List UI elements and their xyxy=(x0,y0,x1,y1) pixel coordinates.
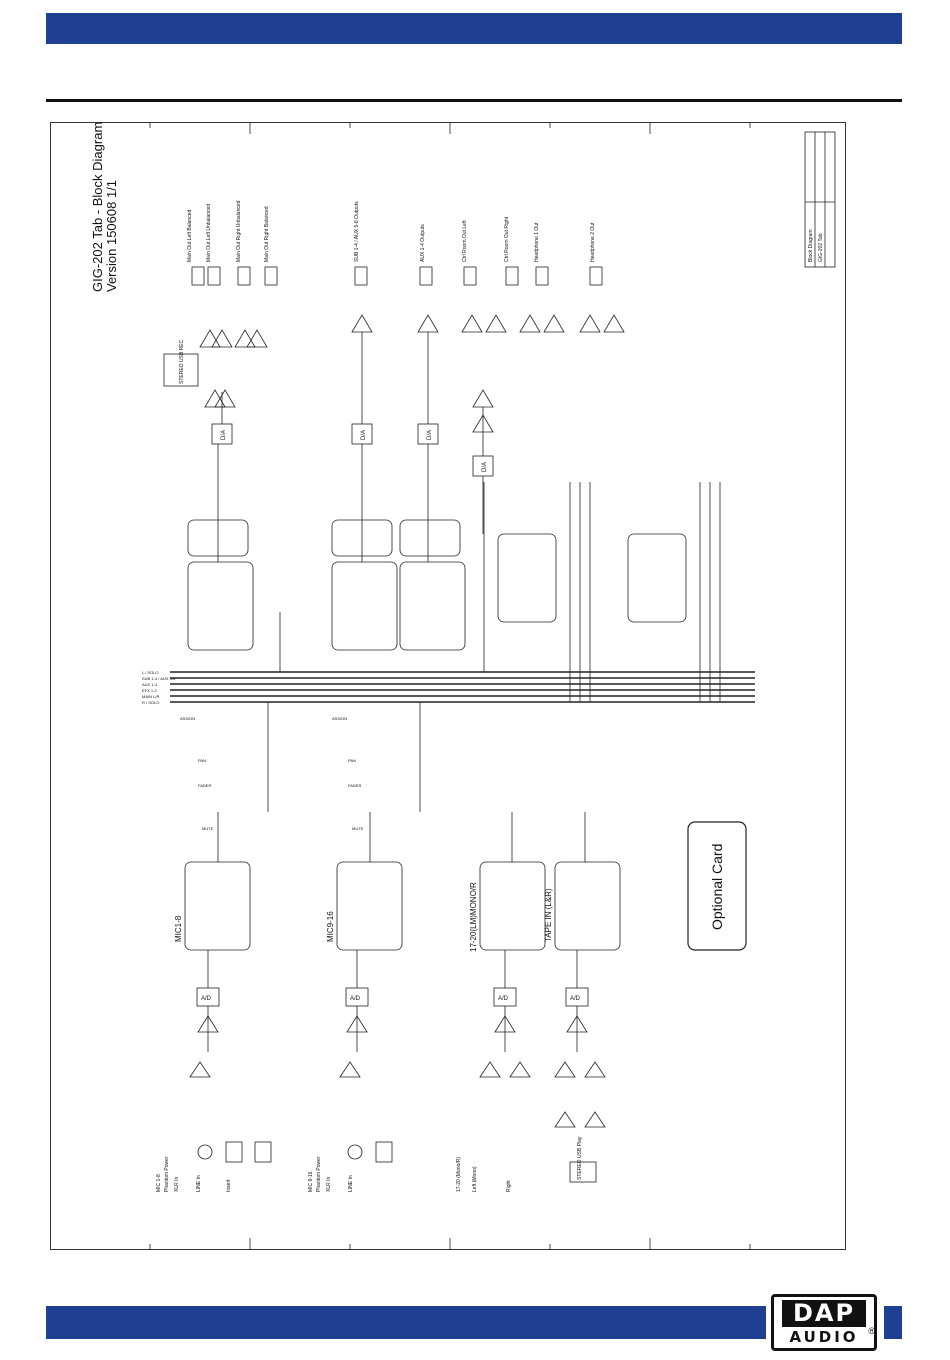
title-block-title: Block Diagram xyxy=(808,229,814,262)
bus-label: AUX 1-4 xyxy=(142,682,158,687)
ad-label: A/D xyxy=(570,996,581,1002)
registered-mark: ® xyxy=(868,1326,875,1336)
input-sub-label: Insert xyxy=(226,1179,232,1192)
input-sub-label: Left (Mono) xyxy=(472,1166,478,1192)
stereo-rec-label: STEREO USB REC xyxy=(179,339,185,384)
fader-label: FADER xyxy=(198,783,211,788)
output-label: Main Out Left Unbalanced xyxy=(206,204,212,262)
assign-label: ASSIGN xyxy=(332,716,347,721)
output-label: AUX 1-4 Outputs xyxy=(420,224,426,262)
input-sub-label: Right xyxy=(506,1180,512,1192)
diagram-title: GIG-202 Tab - Block Diagram xyxy=(90,122,105,292)
ad-label: A/D xyxy=(350,996,361,1002)
footer-band-right xyxy=(884,1306,902,1339)
pan-label: PAN xyxy=(348,758,356,763)
input-sub-label: LINE In xyxy=(348,1175,354,1192)
input-sub-label: XLR In xyxy=(326,1176,332,1192)
input-sub-label: MIC 1-8 xyxy=(156,1174,162,1192)
output-label: Ctrl Room Out Left xyxy=(462,220,468,262)
header-rule xyxy=(46,99,902,102)
da-label: D/A xyxy=(427,430,433,440)
ad-label: A/D xyxy=(498,996,509,1002)
bus-label: L / SOLO xyxy=(142,670,159,675)
output-label: Ctrl Room Out Right xyxy=(504,216,510,262)
da-label: D/A xyxy=(221,430,227,440)
output-label: SUB 1-4 / AUX 5-8 Outputs xyxy=(354,201,360,262)
logo-bottom-text: AUDIO xyxy=(789,1328,859,1346)
mute-label: MUTE xyxy=(202,826,214,831)
block-diagram: GIG-202 Tab - Block Diagram Version 1506… xyxy=(90,122,836,1250)
da-label: D/A xyxy=(361,430,367,440)
input-sub-label: Phantom Power xyxy=(164,1156,170,1192)
pan-label: PAN xyxy=(198,758,206,763)
input-sub-label: LINE In xyxy=(196,1175,202,1192)
header-band xyxy=(46,13,902,44)
ad-label: A/D xyxy=(201,996,212,1002)
input-sub-label: STEREO USB Play xyxy=(577,1136,583,1180)
input-sub-label: XLR In xyxy=(174,1176,180,1192)
logo-top-text: DAP xyxy=(782,1300,866,1327)
title-block-model: GIG-202 Tab xyxy=(818,233,824,262)
input-sub-label: MIC 9-16 xyxy=(308,1171,314,1192)
bus-label: EFX 1-2 xyxy=(142,688,157,693)
fader-label: FADER xyxy=(348,783,361,788)
input-block-label: 17-20(LM)MONO/R xyxy=(469,882,478,952)
output-label: Main Out Right Unbalanced xyxy=(236,200,242,262)
output-label: Main Out Left Balanced xyxy=(187,210,193,262)
input-block-label: MIC1-8 xyxy=(174,915,183,942)
footer-band xyxy=(46,1306,766,1339)
input-block-label: TAPE IN (L&R) xyxy=(544,888,553,942)
bus-label: SUB 1-4 / AUX 5-8 xyxy=(142,676,176,681)
bus-label: MAIN L/R xyxy=(142,694,159,699)
assign-label: ASSIGN xyxy=(180,716,195,721)
bus-label: R / SOLO xyxy=(142,700,159,705)
input-block-label: MIC9-16 xyxy=(326,911,335,942)
drawing-frame xyxy=(50,122,846,1250)
diagram-version: Version 150608 1/1 xyxy=(104,180,119,292)
mute-label: MUTE xyxy=(352,826,364,831)
optional-card-label: Optional Card xyxy=(709,844,725,930)
input-sub-label: 17-20 (Mono/R) xyxy=(456,1157,462,1192)
input-sub-label: Phantom Power xyxy=(316,1156,322,1192)
da-label: D/A xyxy=(482,462,488,472)
output-label: Main Out Right Balanced xyxy=(264,206,270,262)
output-label: Headphone 2 Out xyxy=(590,222,596,262)
dap-audio-logo: DAP AUDIO ® xyxy=(771,1294,877,1351)
output-label: Headphone 1 Out xyxy=(534,222,540,262)
